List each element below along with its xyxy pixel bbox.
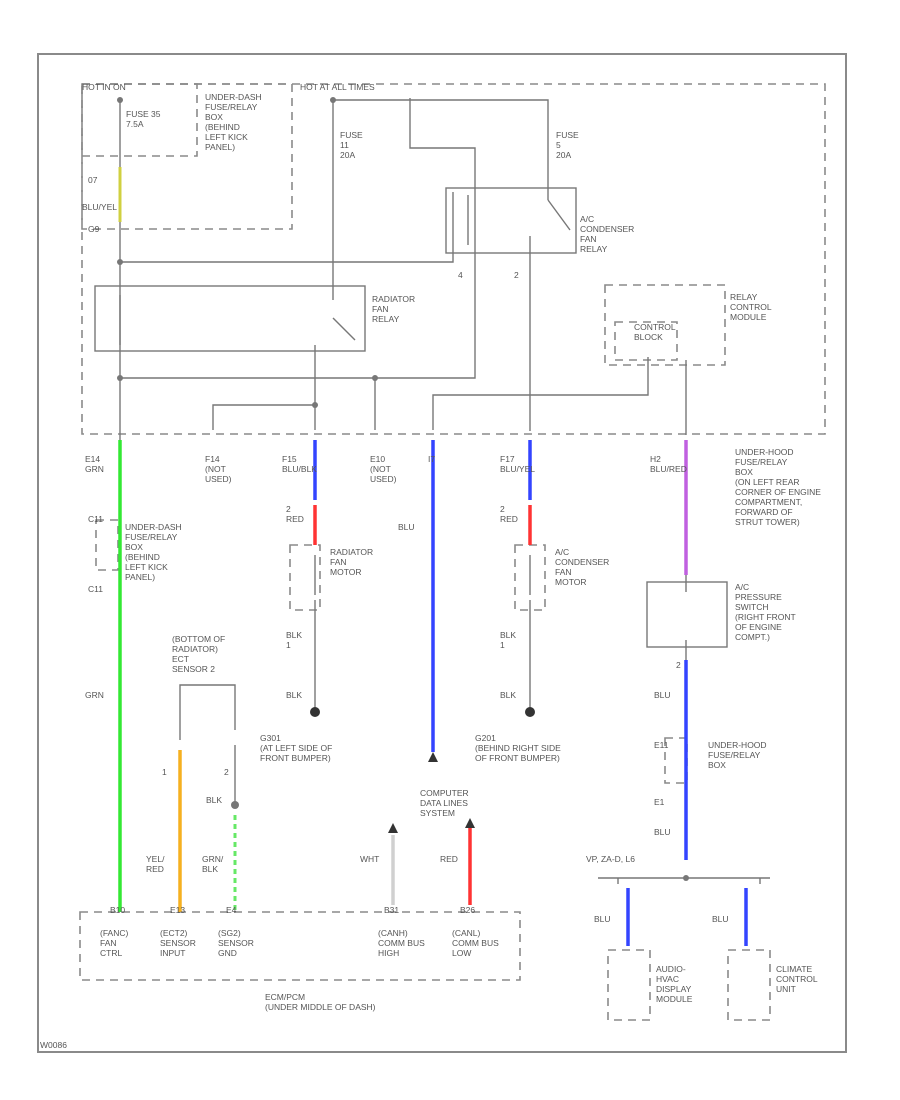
wire-grn-blk-label: GRN/BLK <box>202 854 224 874</box>
diagram-frame <box>37 53 847 1053</box>
wire-wht-label: WHT <box>360 854 379 864</box>
top-left-header-label: HOT IN ON <box>82 82 126 92</box>
dashed-boxes <box>79 83 826 1021</box>
ac-pressure-switch-box <box>646 581 728 648</box>
wires-colored <box>118 167 748 946</box>
connector-e1-label: E1 <box>654 797 665 807</box>
blk-b-label: BLK <box>500 690 516 700</box>
relay-shapes <box>94 187 728 648</box>
pin-b31-label: B31 <box>384 905 399 915</box>
pin-b26-label: B26 <box>460 905 475 915</box>
wire-blu-label: BLU <box>398 522 415 532</box>
pin-2-label: 2 <box>514 270 519 280</box>
connector-e11-label: E11 <box>654 740 669 750</box>
wire-blu-c-label: BLU <box>654 827 671 837</box>
pin-4-label: 4 <box>458 270 463 280</box>
connector-c11-label: C11 <box>88 514 103 524</box>
corner-id-label: W0086 <box>40 1040 67 1050</box>
connector-07-label: 07 <box>88 175 98 185</box>
top-header-label: HOT AT ALL TIMES <box>300 82 375 92</box>
ground-g301-icon <box>310 707 320 717</box>
wire-blu-b-label: BLU <box>654 690 671 700</box>
pin-b10-label: B10 <box>110 905 125 915</box>
pin-e4-label: E4 <box>226 905 237 915</box>
ect-pin-2-label: 2 <box>224 767 229 777</box>
connector-c11b-label: C11 <box>88 584 103 594</box>
canh-arrow-icon <box>388 823 398 833</box>
ground-g201-icon <box>525 707 535 717</box>
wire-blu-e-label: BLU <box>712 914 729 924</box>
canl-arrow-icon <box>465 818 475 828</box>
junction-dots <box>117 97 689 881</box>
ect-blk-label: BLK <box>206 795 222 805</box>
wire-red-3-label: RED <box>440 854 458 864</box>
pin-e13-label: E13 <box>170 905 185 915</box>
blk-a-label: BLK <box>286 690 302 700</box>
wire-blu-yel-label: BLU/YEL <box>82 202 117 212</box>
ect-pin-1-label: 1 <box>162 767 167 777</box>
wire-yel-red-label: YEL/RED <box>146 854 165 874</box>
pin-2-sw-label: 2 <box>676 660 681 670</box>
connector-g9-label: G9 <box>88 224 100 234</box>
wire-blu-d-label: BLU <box>594 914 611 924</box>
ecm-title-label: ECM/PCM(UNDER MIDDLE OF DASH) <box>265 992 376 1012</box>
pin-i7-label: I7 <box>428 454 435 464</box>
vp-label-label: VP, ZA-D, L6 <box>586 854 635 864</box>
data-line-arrow-icon <box>428 752 438 762</box>
wire-grn-label: GRN <box>85 690 104 700</box>
wires-black <box>119 98 770 884</box>
